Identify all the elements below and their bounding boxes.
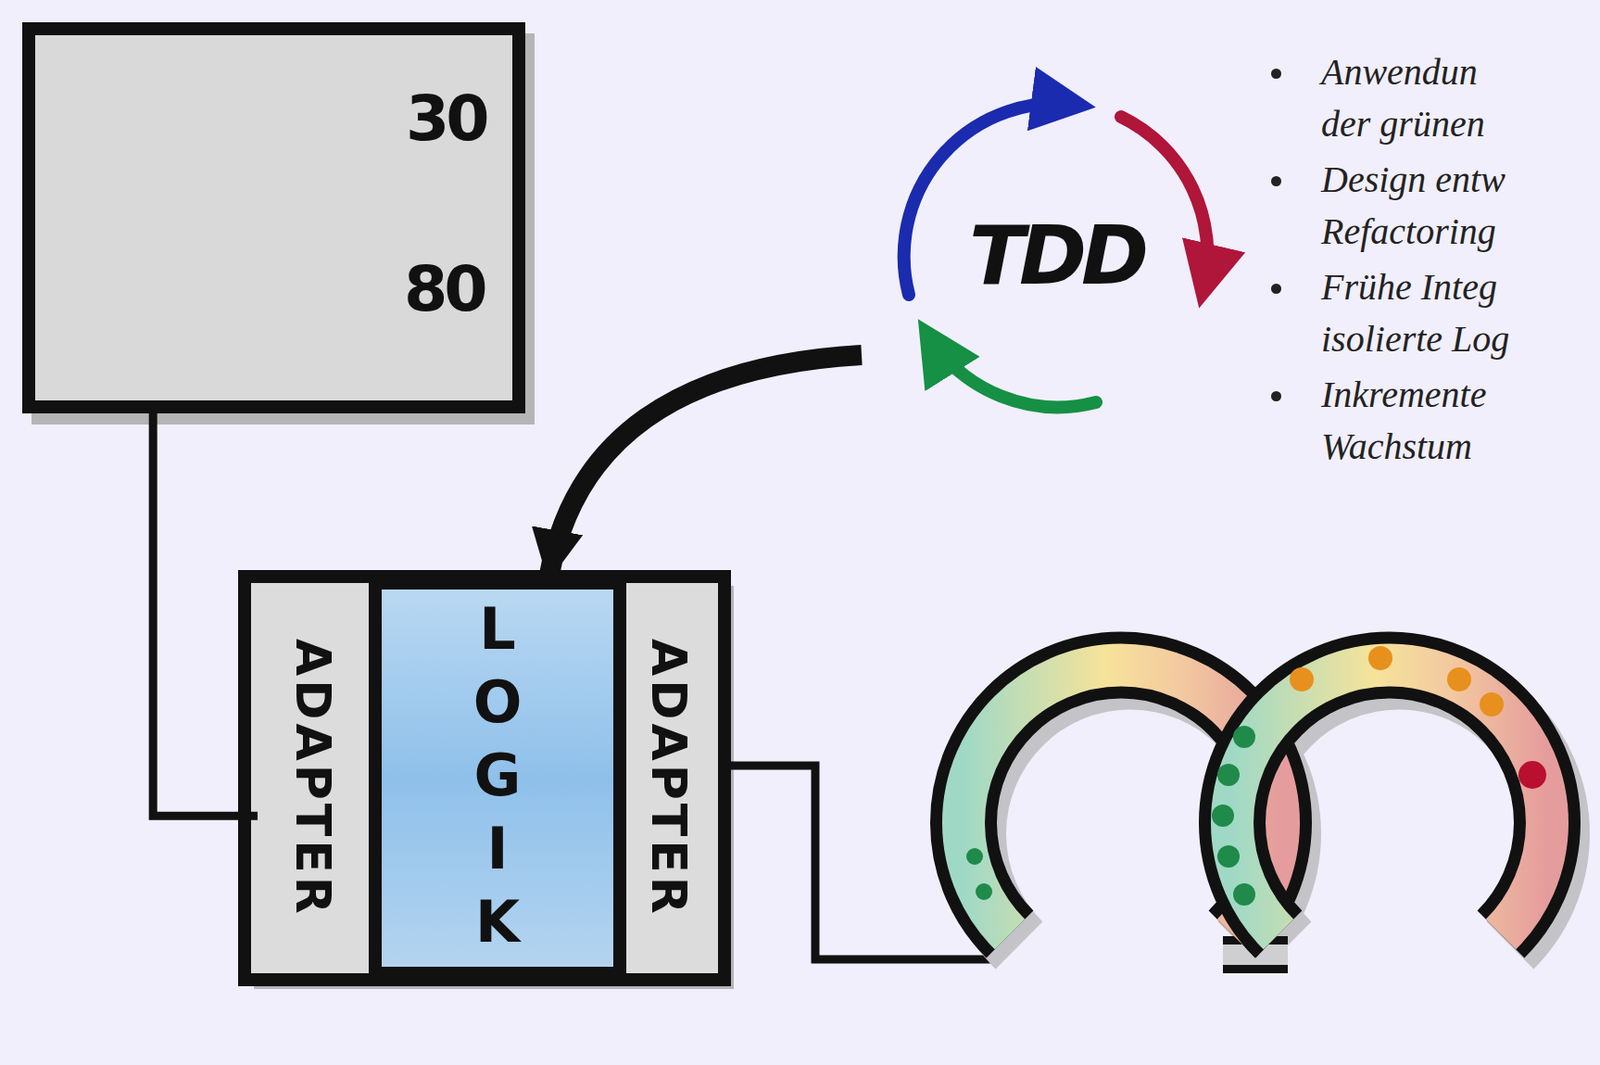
marker-dot [1211,804,1235,827]
bullet-text: Inkremente Wachstum [1321,368,1537,473]
control-panel: 30 80 [22,22,526,414]
marker-dot [1447,667,1472,692]
tdd-cycle: TDD [861,88,1251,422]
bullet-dot [1271,283,1282,294]
adapter-box: ADAPTER [257,589,369,967]
marker-dot [1233,725,1256,748]
marker-dot [1233,882,1256,906]
marker-dot [1217,763,1240,786]
bullet-dot [1271,176,1282,187]
horseshoe-band [1232,665,1548,934]
marker-dot [975,882,993,900]
logic-box: LOGIK [368,576,627,980]
slider-value: 80 [403,253,485,325]
adapter-box: ADAPTER [626,589,712,967]
cycle-arrow-green [928,335,1097,407]
marker-dot [1518,760,1547,789]
bullet-text: Design entw Refactoring [1321,153,1537,258]
bullet-text: Frühe Integ isolierte Log [1321,261,1537,366]
marker-dot [1479,692,1504,717]
marker-dot [1217,844,1240,868]
adapter-label: ADAPTER [641,638,697,918]
connector [152,413,258,816]
horseshoe-outline [1232,665,1548,934]
bullet-dot [1271,68,1282,79]
cycle-label: TDD [969,207,1144,303]
logic-label: LOGIK [464,594,532,961]
slider-value: 30 [405,83,487,154]
marker-dot [1289,667,1314,692]
component-box [244,576,725,980]
connector [549,354,862,577]
bullet-text: Anwendun der grünen [1321,46,1537,151]
adapter-label: ADAPTER [285,638,341,918]
bullet-dot [1271,390,1282,402]
marker-dot [966,847,983,865]
marker-dot [1368,645,1393,670]
